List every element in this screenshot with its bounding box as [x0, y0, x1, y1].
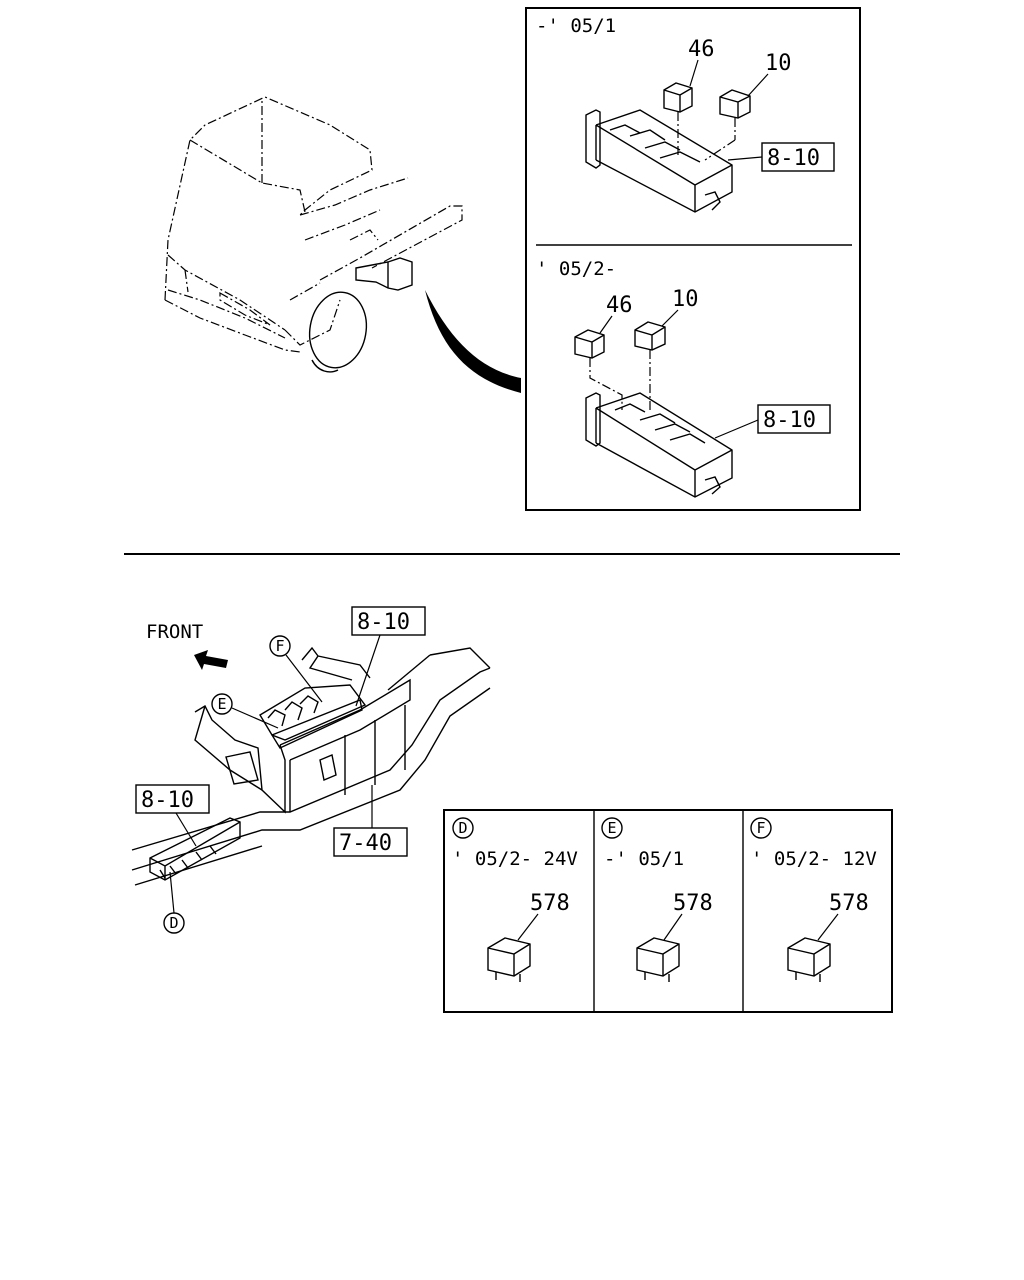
upper-callout-10: 10	[765, 51, 792, 76]
marker-d: D	[163, 871, 185, 934]
relay-box-callout-frame	[351, 606, 426, 636]
lower-callout-8-10: 8-10	[763, 408, 816, 433]
upper-relay-10	[719, 89, 751, 119]
upper-callout-46: 46	[688, 37, 715, 62]
column-f-part: 578	[829, 891, 869, 916]
lower-relay-10	[634, 321, 666, 351]
lower-fuse-box	[585, 392, 733, 498]
lower-callout-46: 46	[606, 293, 633, 318]
top-inset-panel: -' 05/1 46 10 8-10 ' 05/2-	[525, 7, 861, 511]
upper-callout-8-10: 8-10	[767, 146, 820, 171]
column-d-marker: D	[458, 819, 467, 837]
chassis-callout-relay-box: 8-10	[357, 610, 410, 635]
chassis-callout-bracket: 7-40	[339, 831, 392, 856]
marker-e: E	[211, 693, 279, 729]
column-d-relay	[487, 937, 531, 982]
relay-column-e: E -' 05/1 578	[601, 817, 713, 982]
column-e-period: -' 05/1	[604, 848, 684, 870]
relay-column-d: D ' 05/2- 24V 578	[452, 817, 578, 982]
lower-relay-46	[574, 329, 605, 359]
lower-callout-10: 10	[672, 287, 699, 312]
relay-column-f: F ' 05/2- 12V 578	[750, 817, 877, 982]
column-d-part: 578	[530, 891, 570, 916]
lower-period-label: ' 05/2-	[536, 258, 616, 280]
svg-text:D: D	[169, 914, 178, 932]
relay-table: D ' 05/2- 24V 578 E -' 05/1 578	[443, 809, 893, 1013]
column-f-marker: F	[756, 819, 765, 837]
column-f-relay	[787, 937, 831, 982]
column-e-part: 578	[673, 891, 713, 916]
bracket-callout-frame	[333, 827, 408, 857]
chassis-callout-frame-fuse-box: 8-10	[141, 788, 194, 813]
upper-fuse-box	[585, 109, 733, 213]
svg-text:F: F	[275, 637, 284, 655]
column-d-period: ' 05/2- 24V	[452, 848, 578, 870]
column-e-relay	[636, 937, 680, 982]
svg-text:E: E	[217, 695, 226, 713]
upper-period-label: -' 05/1	[536, 15, 616, 37]
chassis-illustration: FRONT	[131, 621, 491, 886]
lower-fuse-box-callout-frame	[757, 404, 831, 434]
column-e-marker: E	[607, 819, 616, 837]
upper-relay-46	[663, 82, 693, 113]
front-arrow-icon	[194, 650, 228, 670]
truck-cab-illustration	[164, 96, 521, 393]
frame-fuse-box-callout-frame	[135, 784, 210, 814]
column-f-period: ' 05/2- 12V	[751, 848, 877, 870]
marker-f: F	[269, 635, 323, 703]
front-label: FRONT	[146, 621, 203, 643]
